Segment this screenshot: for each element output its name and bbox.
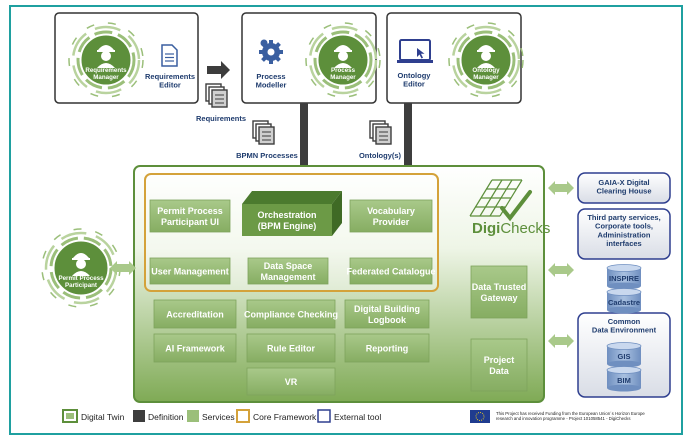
third-party-link-arrow (548, 263, 574, 277)
worker-icon (334, 45, 352, 68)
worker-icon (477, 45, 495, 68)
participant-link-arrow (110, 261, 136, 275)
rule-editor-service-label: Rule Editor (267, 344, 315, 354)
compliance-checking-service-label: Compliance Checking (244, 310, 338, 320)
worker-icon (97, 45, 115, 68)
cadastre-db: Cadastre (606, 288, 642, 314)
federated-catalogue-service: Federated Catalogue (346, 257, 436, 285)
requirements-docs-icon (205, 83, 228, 108)
reporting-service-label: Reporting (366, 344, 409, 354)
cde-link-arrow (548, 334, 574, 348)
ontologies-label: Ontology(s) (359, 151, 402, 160)
orchestration-label: Orchestration(BPM Engine) (257, 210, 316, 231)
gis-db-label: GIS (618, 352, 631, 361)
legend-core-framework: Core Framework (253, 412, 317, 422)
user-management-service-label: User Management (151, 267, 229, 277)
legend-digital-twin: Digital Twin (81, 412, 125, 422)
requirements-doc-label: Requirements (196, 114, 246, 123)
digital-twin-area (133, 165, 545, 403)
bpmn-processes-label: BPMN Processes (236, 151, 298, 160)
document-icon (161, 44, 178, 67)
vr-service: VR (246, 367, 336, 396)
ontology-docs-icon (369, 120, 392, 145)
inspire-db-label: INSPIRE (609, 274, 639, 283)
orchestration-engine (242, 191, 342, 236)
legend-definition: Definition (148, 412, 184, 422)
gaia-x-link-arrow (548, 181, 574, 195)
eu-flag-icon (470, 410, 490, 423)
legend: Digital Twin Definition Services Core Fr… (62, 409, 381, 423)
gaia-x-box (577, 172, 671, 204)
ai-framework-service-label: AI Framework (165, 344, 226, 354)
bpmn-docs-icon (252, 120, 275, 145)
user-management-service: User Management (149, 257, 231, 285)
accreditation-service-label: Accreditation (166, 310, 224, 320)
monitor-icon (397, 39, 433, 63)
reporting-service: Reporting (344, 333, 430, 363)
digichecks-logo: DigiChecks (469, 179, 550, 237)
ontology-arrow (398, 103, 418, 183)
legend-external-tool: External tool (334, 412, 381, 422)
accreditation-service: Accreditation (153, 299, 237, 329)
ai-framework-service: AI Framework (153, 333, 237, 363)
third-party-box (577, 208, 671, 260)
outer-frame (9, 5, 683, 435)
worker-icon (72, 253, 90, 276)
vr-service-label: VR (285, 377, 298, 387)
federated-catalogue-service-label: Federated Catalogue (346, 267, 435, 277)
bim-db: BIM (606, 366, 642, 392)
inspire-db: INSPIRE (606, 264, 642, 290)
cadastre-db-label: Cadastre (608, 298, 640, 307)
bim-db-label: BIM (617, 376, 631, 385)
funding-text: This Project has received Funding from t… (496, 411, 645, 421)
rule-editor-service: Rule Editor (246, 333, 336, 363)
bpmn-arrow (294, 103, 314, 183)
requirements-arrow (207, 61, 230, 79)
svg-text:DigiChecks: DigiChecks (472, 220, 550, 237)
gear-icon (259, 39, 283, 64)
legend-services: Services (202, 412, 235, 422)
compliance-checking-service: Compliance Checking (244, 299, 338, 329)
gis-db: GIS (606, 342, 642, 368)
third-party-label: Third party services,Corporate tools,Adm… (587, 213, 660, 248)
